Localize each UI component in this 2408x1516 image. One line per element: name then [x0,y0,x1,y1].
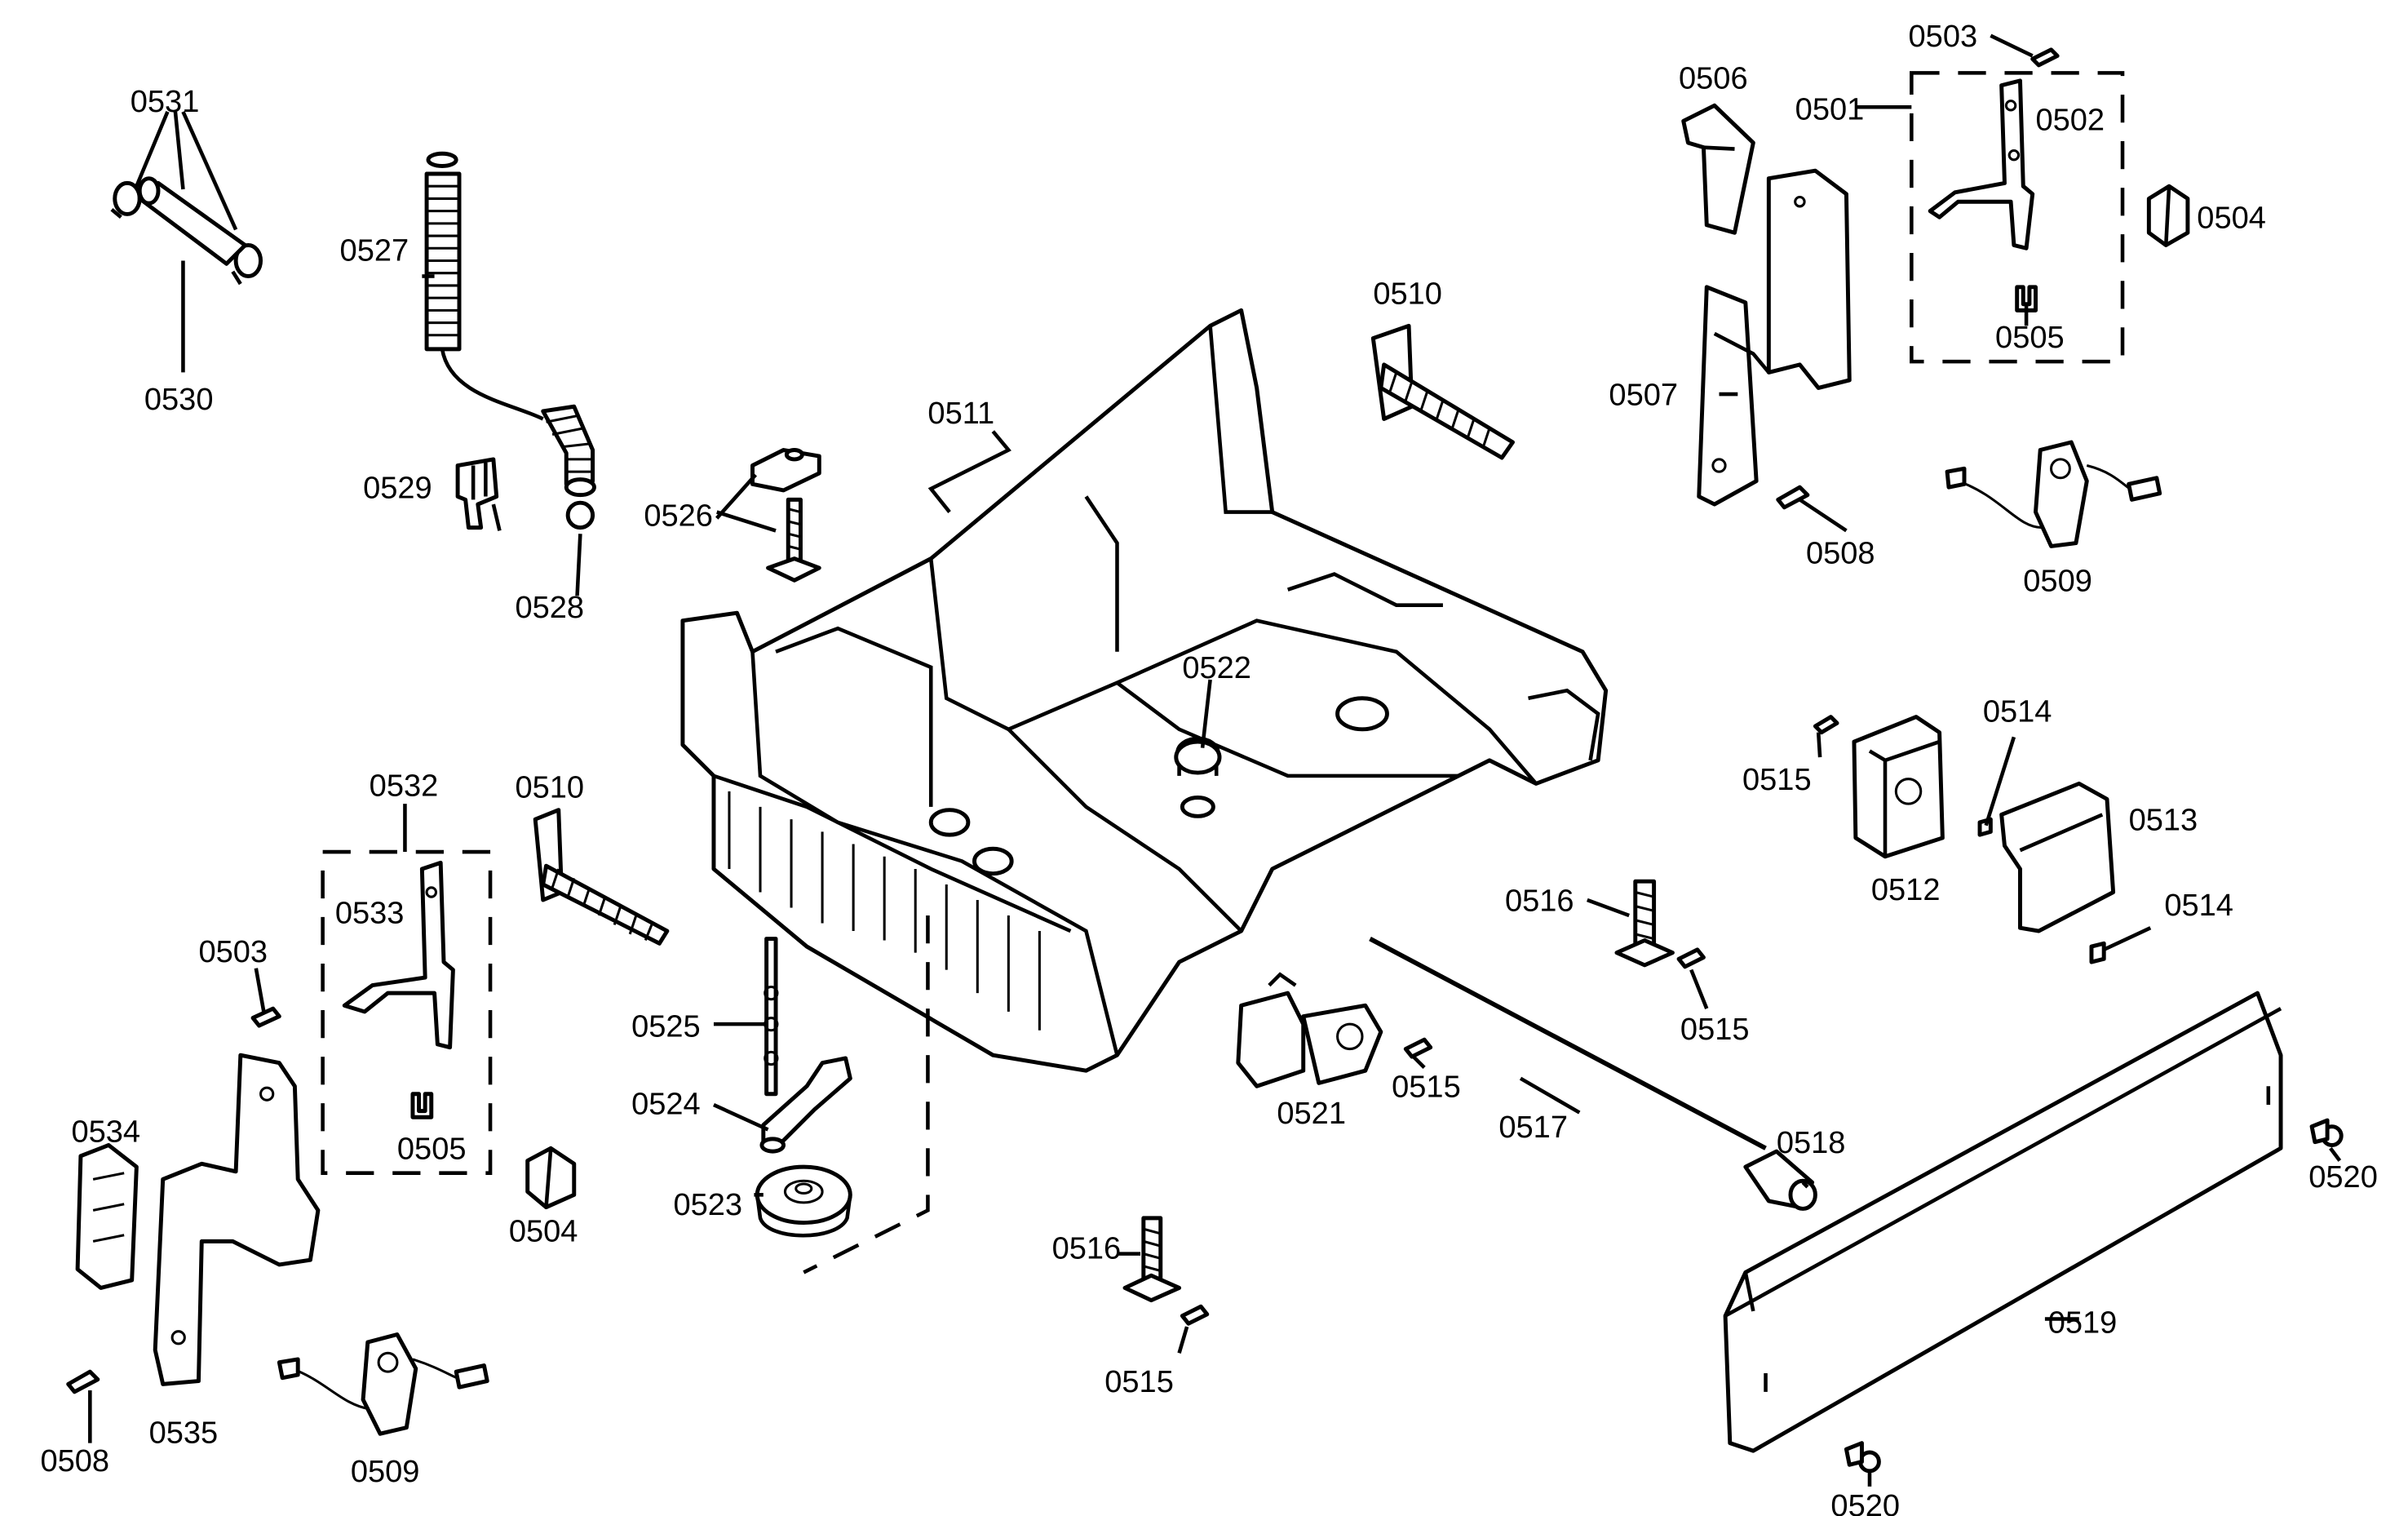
label-0508-lower: 0508 [40,1444,109,1478]
rod-part [1369,937,1767,1150]
screw-0508-lower [66,1369,100,1394]
label-0535: 0535 [149,1416,219,1451]
hose-clamps-part [110,176,263,286]
label-0522: 0522 [1182,651,1251,685]
leader-lines [88,33,2342,1487]
label-0502: 0502 [2036,104,2105,138]
label-0518: 0518 [1777,1126,1846,1160]
label-0516-mid: 0516 [1505,884,1574,918]
label-0515-b: 0515 [1680,1013,1750,1047]
control-module-part [1852,715,1945,859]
label-0525: 0525 [631,1009,701,1044]
float-dashed-guide [803,915,930,1274]
door-pulley-lower-part [277,1332,489,1436]
screw-0503-upper [2030,47,2060,68]
label-0528: 0528 [515,591,584,625]
label-0524: 0524 [631,1087,701,1121]
label-0515-c: 0515 [1392,1071,1461,1105]
label-0512: 0512 [1871,873,1941,907]
foot-screw-part [750,448,821,583]
label-0521: 0521 [1277,1097,1346,1131]
connector-block-upper-part [2146,184,2190,247]
label-0501: 0501 [1795,92,1865,126]
screw-0515-c [1403,1037,1433,1059]
hinge-plate-left-part [342,860,455,1050]
toe-kick-panel-part [1723,991,2283,1453]
hinge-cover-left-part [75,1143,139,1290]
label-0503-lower: 0503 [198,935,268,969]
label-0509-lower: 0509 [351,1455,420,1489]
label-0527: 0527 [340,233,409,268]
screw-0503-lower [250,1006,281,1028]
connector-block-lower-part [525,1146,577,1210]
label-0517: 0517 [1498,1110,1568,1145]
u-clip-left-part [410,1092,434,1119]
hinge-bracket-left-part [153,1053,321,1386]
label-0514-a: 0514 [1983,694,2052,729]
label-0508-upper: 0508 [1806,536,1875,570]
hose-clip-part [455,457,502,531]
label-0510-upper: 0510 [1373,277,1442,312]
label-0531: 0531 [131,85,200,119]
label-0507: 0507 [1609,378,1678,412]
label-0505-lower: 0505 [397,1133,467,1167]
label-0534: 0534 [71,1115,140,1150]
hinge-assembly-box-right [1910,71,2125,364]
label-0506: 0506 [1679,61,1748,95]
hinge-cover-part [1681,103,1755,235]
corrugated-hose-part [424,151,596,530]
part-labels: 0531 0530 0527 0529 0528 0526 0511 0510 … [40,20,2377,1516]
float-rod-part [764,937,779,1097]
label-0530: 0530 [144,383,214,417]
label-0519: 0519 [2048,1306,2118,1341]
label-0526: 0526 [644,499,713,534]
sump-part [1174,739,1222,775]
screw-0515-a [1813,715,1839,735]
screw-0508-upper [1776,485,1810,510]
door-pulley-upper-part [1945,440,2162,548]
leveling-foot-lower-part [1122,1216,1182,1303]
inlet-valve-part [1236,972,1383,1088]
hinge-assembly-box-left [321,849,493,1175]
label-0511: 0511 [927,397,994,431]
knob-part [1743,1149,1817,1211]
label-0523: 0523 [673,1188,742,1222]
label-0520-right: 0520 [2308,1160,2378,1195]
base-tub-part [680,308,1609,1073]
leveling-foot-mid-part [1614,879,1675,968]
label-0529: 0529 [363,471,432,505]
label-0503-upper: 0503 [1909,20,1978,54]
screw-0515-b [1676,947,1706,969]
screw-0514-b [2089,941,2106,964]
label-0513: 0513 [2129,803,2198,837]
screw-0520-a [2309,1118,2344,1147]
spring-upper-part [1370,323,1515,460]
screw-0520-b [1844,1441,1881,1474]
label-0504-upper: 0504 [2197,202,2266,236]
label-0533: 0533 [335,897,405,931]
float-cap-part [755,1164,852,1238]
label-0516-lower: 0516 [1052,1231,1122,1266]
float-lever-part [759,1056,852,1154]
label-0532: 0532 [370,769,439,804]
label-0505-upper: 0505 [1995,321,2065,355]
label-0520-bottom: 0520 [1830,1489,1900,1516]
label-0515-d: 0515 [1104,1365,1174,1399]
module-cover-part [1999,781,2116,933]
label-0509-upper: 0509 [2023,565,2092,599]
label-0510-lower: 0510 [515,770,584,805]
spring-lower-part [533,808,670,946]
hinge-plate-right-part [1928,78,2035,250]
label-0515-a: 0515 [1742,763,1812,797]
screw-0515-d [1180,1304,1210,1326]
u-clip-right-part [2015,285,2038,313]
label-0514-b: 0514 [2164,889,2233,923]
label-0504-lower: 0504 [509,1214,578,1248]
